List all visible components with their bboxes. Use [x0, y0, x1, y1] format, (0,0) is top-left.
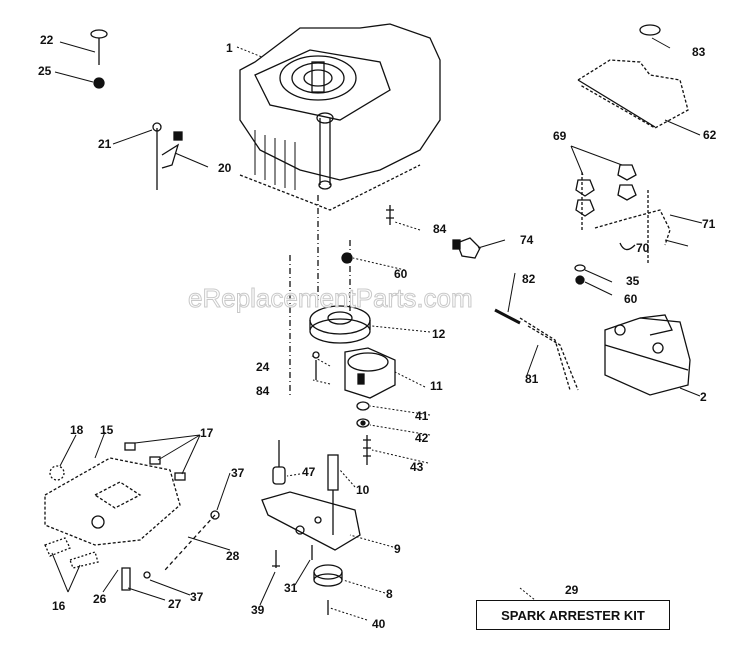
callout-2[interactable]: 2	[700, 390, 707, 404]
callout-27[interactable]: 27	[168, 597, 182, 611]
callout-62[interactable]: 62	[703, 128, 717, 142]
heat-shield-part[interactable]	[577, 59, 689, 129]
callout-22[interactable]: 22	[40, 33, 54, 47]
callout-74[interactable]: 74	[520, 233, 534, 247]
callout-69[interactable]: 69	[553, 129, 567, 143]
callout-21[interactable]: 21	[98, 137, 112, 151]
callout-18[interactable]: 18	[70, 423, 84, 437]
callout-71[interactable]: 71	[702, 217, 716, 231]
watermark-text: eReplacementParts.com	[188, 283, 474, 314]
callout-83[interactable]: 83	[692, 45, 706, 59]
callout-24[interactable]: 24	[256, 360, 270, 374]
callout-20[interactable]: 20	[218, 161, 232, 175]
callout-47[interactable]: 47	[302, 465, 316, 479]
callout-15[interactable]: 15	[100, 423, 114, 437]
callout-28[interactable]: 28	[226, 549, 240, 563]
pulley-part[interactable]	[313, 564, 343, 587]
callout-41[interactable]: 41	[415, 409, 429, 423]
callout-60-center[interactable]: 60	[394, 267, 408, 281]
callout-70[interactable]: 70	[636, 241, 650, 255]
bracket-plate-part[interactable]	[261, 491, 361, 551]
callout-1[interactable]: 1	[226, 41, 233, 55]
callout-84-top[interactable]: 84	[433, 222, 447, 236]
callout-35[interactable]: 35	[626, 274, 640, 288]
engine-cover-part[interactable]	[44, 457, 181, 546]
muffler-part[interactable]	[604, 314, 691, 396]
callout-25[interactable]: 25	[38, 64, 52, 78]
callout-11[interactable]: 11	[430, 379, 443, 393]
callout-40[interactable]: 40	[372, 617, 386, 631]
callout-9[interactable]: 9	[394, 542, 401, 556]
callout-31[interactable]: 31	[284, 581, 298, 595]
callout-17[interactable]: 17	[200, 426, 214, 440]
callout-82[interactable]: 82	[522, 272, 536, 286]
callout-81[interactable]: 81	[525, 372, 539, 386]
spark-arrester-kit-box[interactable]: SPARK ARRESTER KIT	[476, 600, 670, 630]
callout-29[interactable]: 29	[565, 583, 579, 597]
callout-84-left[interactable]: 84	[256, 384, 270, 398]
electric-clutch-part[interactable]	[344, 347, 396, 399]
callout-10[interactable]: 10	[356, 483, 370, 497]
callout-37-top[interactable]: 37	[231, 466, 245, 480]
engine-part[interactable]	[239, 23, 441, 211]
callout-43[interactable]: 43	[410, 460, 424, 474]
callout-60-right[interactable]: 60	[624, 292, 638, 306]
callout-12[interactable]: 12	[432, 327, 446, 341]
callout-39[interactable]: 39	[251, 603, 265, 617]
engine-pulley-part[interactable]	[309, 305, 371, 344]
callout-16[interactable]: 16	[52, 599, 66, 613]
callout-42[interactable]: 42	[415, 431, 429, 445]
callout-8[interactable]: 8	[386, 587, 393, 601]
callout-26[interactable]: 26	[93, 592, 107, 606]
callout-37-bottom[interactable]: 37	[190, 590, 204, 604]
